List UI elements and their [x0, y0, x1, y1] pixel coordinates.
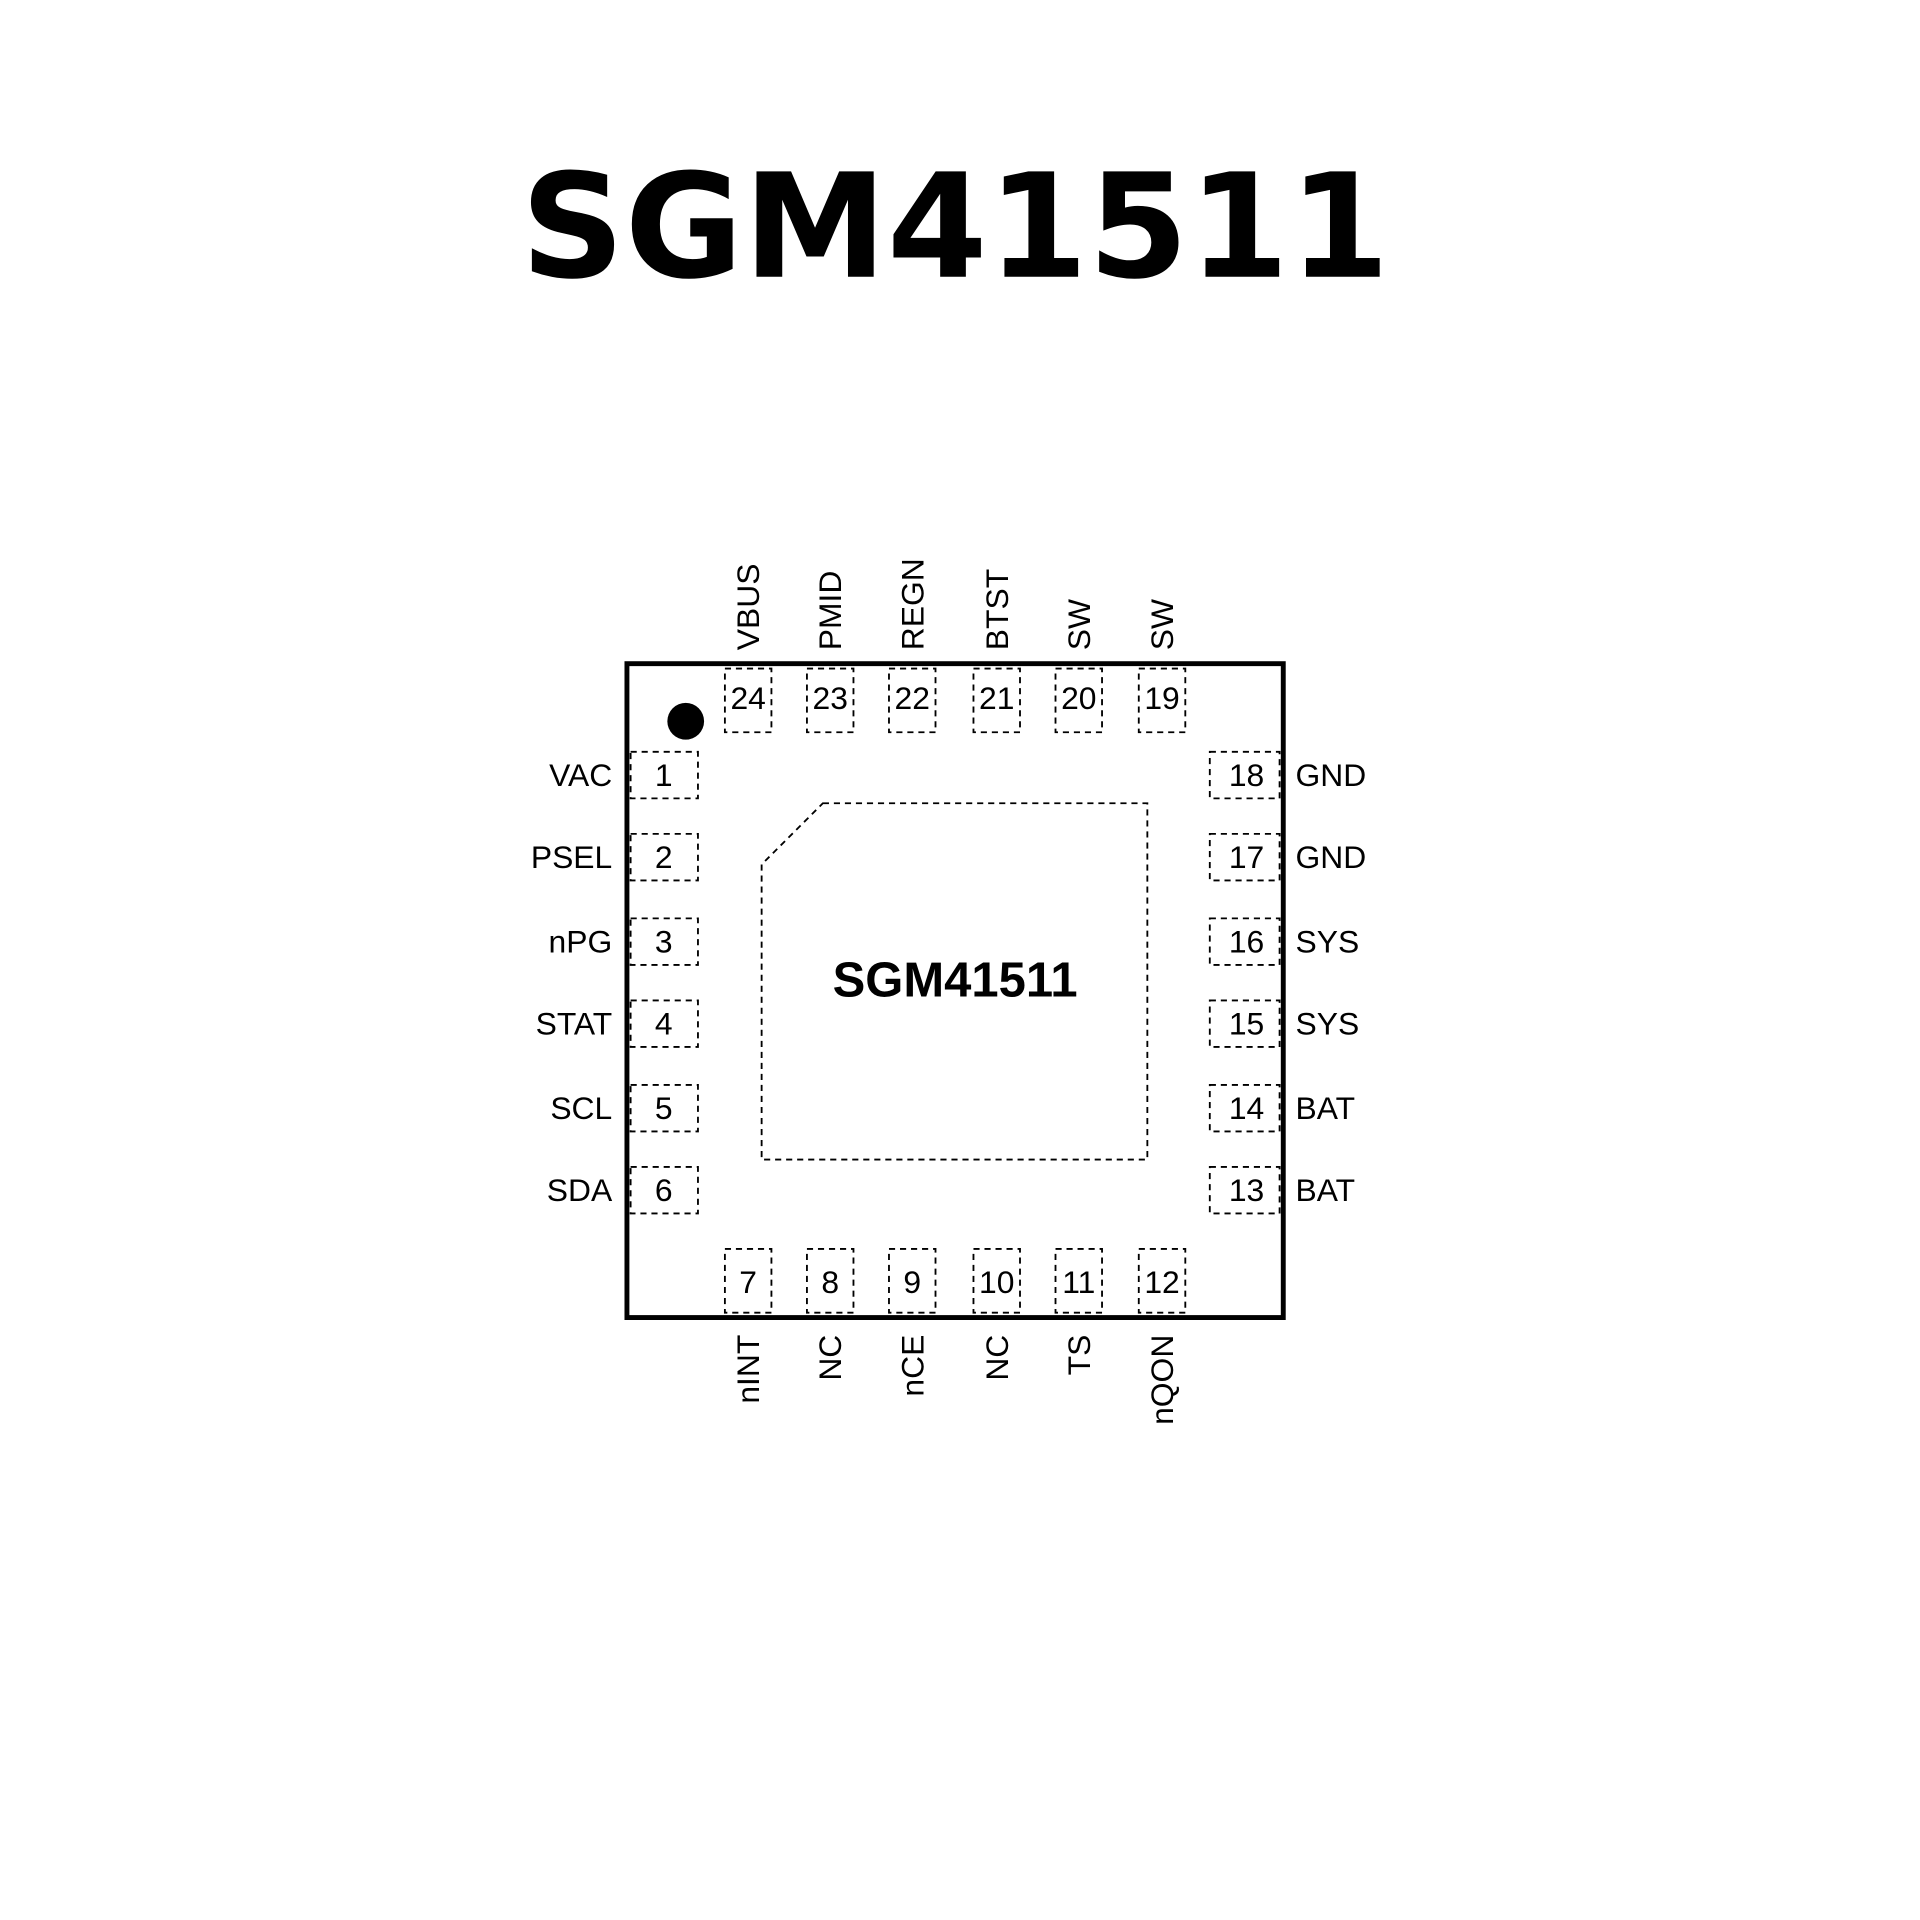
pin-number: 24 [730, 680, 765, 716]
pin-number: 19 [1144, 680, 1179, 716]
pin-label: REGN [894, 558, 930, 650]
pin-number: 7 [739, 1264, 757, 1300]
pin-number: 3 [655, 924, 673, 960]
pin-pad-24 [723, 667, 773, 734]
pin-pad-23 [806, 667, 855, 734]
exposed-die-pad [760, 802, 1149, 1161]
pin1-indicator-dot [667, 702, 705, 740]
pin-pad-8 [806, 1248, 855, 1314]
pin-pad-11 [1054, 1248, 1103, 1314]
pin-number: 23 [813, 680, 848, 716]
pin-label: PSEL [531, 839, 612, 875]
pin-pad-15 [1208, 999, 1281, 1048]
pin-number: 12 [1144, 1264, 1179, 1300]
pin-label: STAT [536, 1006, 613, 1042]
pin-label: SYS [1296, 924, 1360, 960]
pin-pad-22 [888, 667, 937, 734]
pin-label: nCE [894, 1335, 930, 1397]
pin-pad-12 [1137, 1248, 1187, 1314]
pin-label: NC [812, 1335, 848, 1381]
pin-number: 2 [655, 839, 673, 875]
pin-pad-13 [1208, 1166, 1281, 1215]
pin-number: 16 [1229, 924, 1264, 960]
pin-label: SYS [1296, 1006, 1360, 1042]
pin-number: 20 [1061, 680, 1096, 716]
pin-number: 17 [1229, 839, 1264, 875]
pin-label: GND [1296, 839, 1367, 875]
pin-label: BAT [1296, 1090, 1356, 1126]
die-label: SGM41511 [833, 954, 1078, 1008]
pin-number: 1 [655, 757, 673, 793]
pin-pad-18 [1208, 750, 1281, 800]
pin-pad-4 [629, 999, 699, 1048]
pin-number: 8 [821, 1264, 839, 1300]
pin-label: SW [1061, 599, 1097, 650]
pin-pad-19 [1137, 667, 1187, 734]
pin-label: SCL [550, 1090, 612, 1126]
pin-number: 15 [1229, 1006, 1264, 1042]
pin-number: 9 [903, 1264, 921, 1300]
pin-label: TS [1061, 1335, 1097, 1376]
pin-pad-7 [723, 1248, 773, 1314]
pin-label: GND [1296, 757, 1367, 793]
pin-label: SW [1144, 599, 1180, 650]
pin-label: BAT [1296, 1172, 1356, 1208]
pin-pad-10 [972, 1248, 1021, 1314]
pin-number: 6 [655, 1172, 673, 1208]
pin-label: VAC [549, 757, 612, 793]
pin-number: 11 [1062, 1264, 1095, 1300]
pin-pad-20 [1054, 667, 1103, 734]
pin-pad-6 [629, 1166, 699, 1215]
pin-number: 13 [1229, 1172, 1264, 1208]
pin-number: 18 [1229, 757, 1264, 793]
pin-pad-21 [972, 667, 1021, 734]
pin-number: 22 [895, 680, 930, 716]
pin-label: BTST [979, 569, 1015, 650]
pin-pad-16 [1208, 917, 1281, 966]
pin-label: VBUS [730, 564, 766, 651]
pin-pad-3 [629, 917, 699, 966]
pin-pad-9 [888, 1248, 937, 1314]
pin-pad-14 [1208, 1083, 1281, 1133]
page-title: SGM41511 [521, 144, 1390, 312]
chip-package-outline [624, 661, 1286, 1320]
pin-label: SDA [547, 1172, 613, 1208]
pin-number: 5 [655, 1090, 673, 1126]
pin-pad-1 [629, 750, 699, 800]
pin-number: 4 [655, 1006, 673, 1042]
pin-number: 14 [1229, 1090, 1264, 1126]
pin-label: nPG [549, 924, 613, 960]
pin-pad-2 [629, 832, 699, 882]
pin-label: nINT [730, 1335, 766, 1404]
pin-label: nQON [1144, 1335, 1180, 1425]
pin-number: 10 [979, 1264, 1014, 1300]
pin-number: 21 [979, 680, 1014, 716]
pin-label: PMID [812, 571, 848, 651]
pin-pad-17 [1208, 832, 1281, 882]
pin-label: NC [979, 1335, 1015, 1381]
